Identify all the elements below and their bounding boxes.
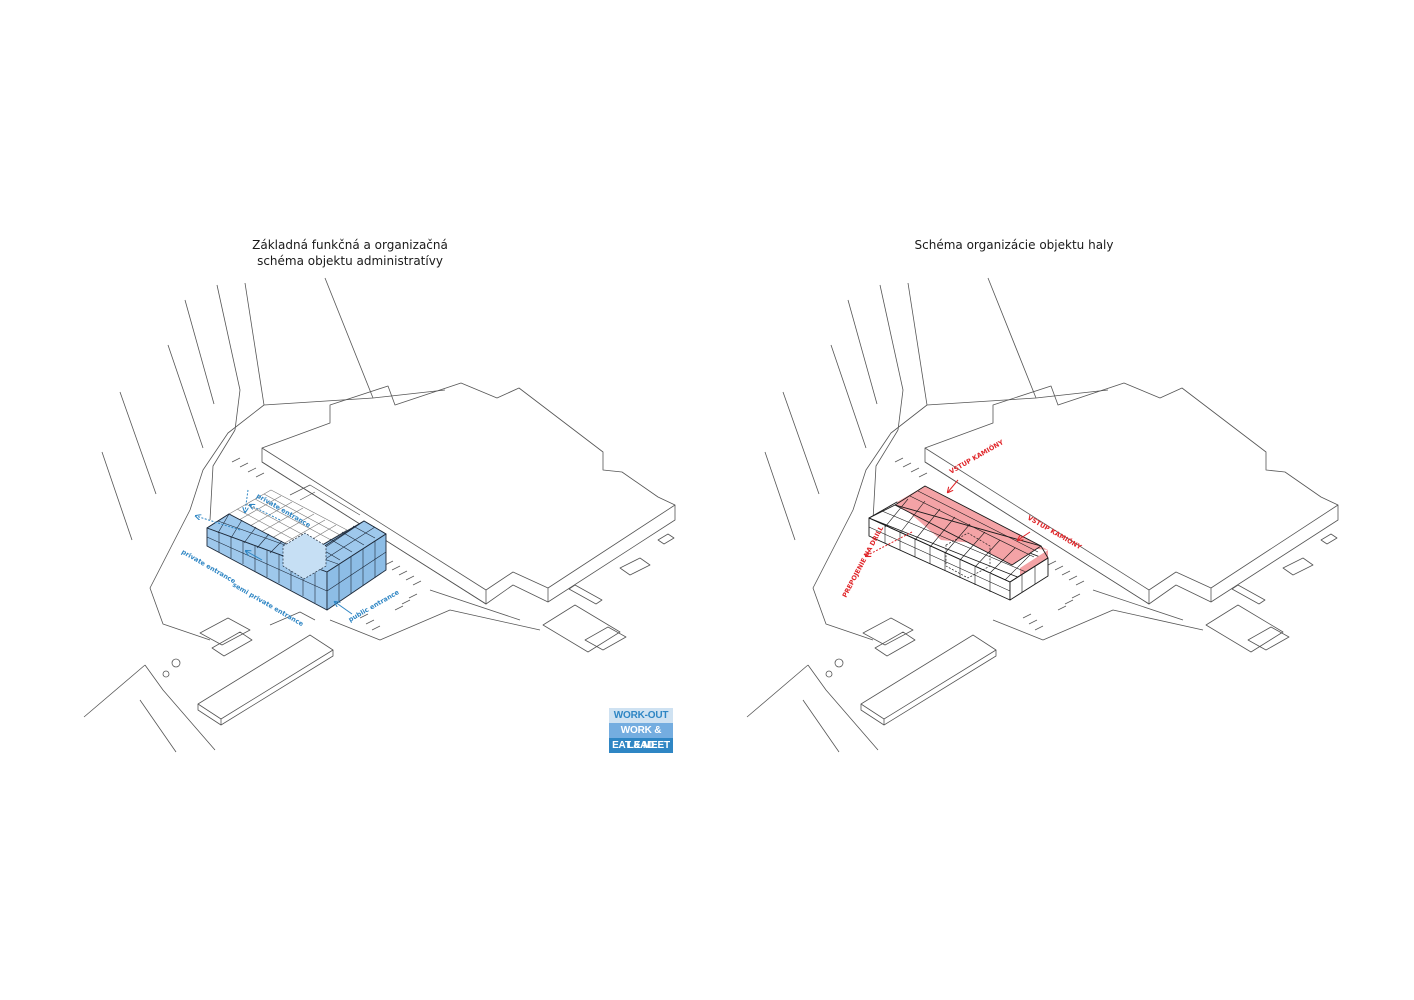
- arrow-semi-private: [246, 551, 263, 561]
- right-entrance-arrows: [866, 479, 1031, 556]
- right-title-line-1: Schéma organizácie objektu haly: [914, 238, 1114, 252]
- legend: WORK-OUT WORK & LEAD EAT & MEET: [609, 708, 673, 753]
- left-entrance-arrows: [196, 489, 353, 615]
- admin-dashed-box: [282, 532, 327, 580]
- arrow-private-left: [196, 516, 241, 531]
- left-bottom-buildings: [162, 611, 334, 726]
- right-site-plan: [746, 277, 1339, 753]
- left-context-roads: [83, 277, 541, 753]
- label-public-entrance: public entrance: [347, 588, 401, 624]
- arrow-vstup-top: [948, 479, 959, 492]
- arrow-prepojenie: [866, 531, 913, 556]
- left-parking-stripes: [231, 457, 422, 631]
- right-small-buildings: [1205, 533, 1338, 653]
- legend-item-eat-meet: EAT & MEET: [609, 738, 673, 753]
- arrow-private-top-2: [245, 489, 248, 512]
- right-bottom-buildings: [825, 617, 997, 726]
- label-vstup-kamiony-top: VSTUP KAMIÓNY: [948, 437, 1006, 475]
- arrow-public: [335, 602, 353, 615]
- left-site-plan: [83, 277, 676, 753]
- hall-grid: [868, 490, 1039, 592]
- right-context-roads: [746, 277, 1204, 753]
- hall-dashed-box: [945, 532, 991, 579]
- left-title-line-1: Základná funkčná a organizačná: [252, 238, 448, 252]
- left-panel-title: Základná funkčná a organizačná schéma ob…: [140, 237, 560, 269]
- admin-side-face: [326, 533, 387, 611]
- label-prepojenie-na-drill: PREPOJENIE NA DRILL: [841, 525, 886, 599]
- hall-object: [868, 485, 1049, 601]
- left-hall-building: [261, 382, 676, 605]
- label-private-entrance-top: private entrance: [255, 492, 312, 530]
- right-hall-building: [924, 382, 1339, 605]
- legend-item-work-lead: WORK & LEAD: [609, 723, 673, 751]
- admin-front-grid: [206, 532, 387, 603]
- arrow-vstup-right: [1018, 531, 1031, 540]
- right-parking-stripes: [894, 457, 1085, 631]
- left-small-buildings: [542, 533, 675, 653]
- left-title-line-2: schéma objektu administratívy: [257, 254, 443, 268]
- legend-item-work-out: WORK-OUT: [609, 708, 673, 723]
- right-panel-title: Schéma organizácie objektu haly: [804, 237, 1224, 253]
- admin-building: [206, 489, 387, 611]
- hall-top-outline: [868, 504, 1049, 583]
